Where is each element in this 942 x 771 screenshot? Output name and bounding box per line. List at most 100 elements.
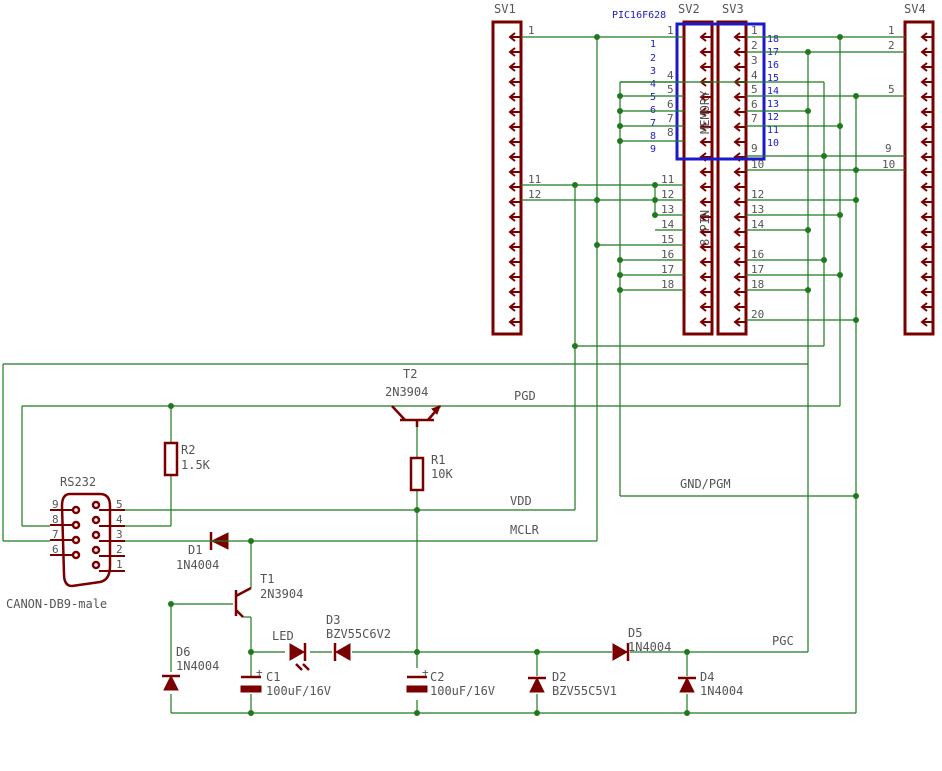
sv3-pin-label: 17 bbox=[751, 263, 764, 276]
connector-pin-mark bbox=[508, 32, 521, 42]
connector-pin-mark bbox=[733, 302, 746, 312]
sv1-pin-label: 11 bbox=[528, 173, 541, 186]
sv2-pic-pin-label: 7 bbox=[650, 118, 656, 129]
d4-name: D4 bbox=[700, 670, 714, 684]
sv2-connector-body bbox=[682, 20, 714, 336]
sv1-connector-body bbox=[491, 20, 523, 336]
sv3-pin-label: 4 bbox=[751, 69, 758, 82]
connector-pin-mark bbox=[508, 257, 521, 267]
db9-pin-label: 4 bbox=[116, 513, 123, 526]
sv3-connector-body bbox=[716, 20, 748, 336]
sv3-pin-label: 3 bbox=[751, 54, 758, 67]
connector-pin-mark bbox=[920, 62, 933, 72]
connector-pin-mark bbox=[920, 77, 933, 87]
sv3-pin-label: 20 bbox=[751, 308, 764, 321]
sv2-pin-label: 14 bbox=[661, 218, 675, 231]
connector-pin-mark bbox=[920, 287, 933, 297]
sv2-pic-pin-label: 3 bbox=[650, 66, 656, 77]
connector-pin-mark bbox=[699, 287, 712, 297]
sv2-pic-pin-label: 2 bbox=[650, 53, 656, 64]
connector-pin-mark bbox=[508, 62, 521, 72]
d2-zener-symbol bbox=[528, 676, 546, 693]
rs232-label: RS232 bbox=[60, 475, 96, 489]
sv3-pic-pin-label: 13 bbox=[767, 99, 779, 110]
sv3-pin-label: 18 bbox=[751, 278, 764, 291]
connector-pin-mark bbox=[733, 287, 746, 297]
connector-pin-mark bbox=[699, 272, 712, 282]
sv3-pic-pin-label: 10 bbox=[767, 138, 779, 149]
sv2-pic-pin-label: 8 bbox=[650, 131, 656, 142]
r1-name: R1 bbox=[431, 453, 445, 467]
connector-pin-mark bbox=[699, 302, 712, 312]
sv3-pin-label: 5 bbox=[751, 83, 758, 96]
connector-pin-mark bbox=[733, 32, 746, 42]
d5-value: 1N4004 bbox=[628, 640, 671, 654]
connector-pin-mark bbox=[508, 47, 521, 57]
sv3-pin-label: 7 bbox=[751, 112, 758, 125]
c2-capacitor-symbol: + bbox=[406, 666, 429, 693]
connector-pin-mark bbox=[508, 152, 521, 162]
connector-pin-mark bbox=[733, 137, 746, 147]
db9-pin-label: 3 bbox=[116, 528, 123, 541]
sv3-pic-pin-label: 12 bbox=[767, 112, 779, 123]
connector-pin-mark bbox=[733, 167, 746, 177]
connector-pin-mark bbox=[699, 107, 712, 117]
connector-pin-mark bbox=[733, 272, 746, 282]
connector-pin-mark bbox=[508, 92, 521, 102]
connector-pin-mark bbox=[733, 182, 746, 192]
sv4-label: SV4 bbox=[904, 2, 926, 16]
sv2-pin-label: 8 bbox=[667, 126, 674, 139]
sv4-pin-label: 2 bbox=[888, 39, 895, 52]
connector-pin-mark bbox=[920, 47, 933, 57]
r1-resistor-symbol bbox=[409, 456, 425, 492]
connector-pin-mark bbox=[699, 137, 712, 147]
connector-pin-marks bbox=[508, 32, 933, 327]
connector-pin-mark bbox=[508, 137, 521, 147]
connector-pin-mark bbox=[920, 317, 933, 327]
db9-pin-label: 1 bbox=[116, 558, 123, 571]
connector-pin-mark bbox=[699, 212, 712, 222]
c1-capacitor-symbol: + bbox=[240, 666, 263, 693]
d3-zener-symbol bbox=[333, 643, 351, 661]
connector-pin-mark bbox=[920, 302, 933, 312]
t1-transistor-symbol bbox=[234, 586, 252, 618]
sv2-pic-pin-label: 4 bbox=[650, 79, 656, 90]
connector-pin-mark bbox=[920, 257, 933, 267]
d1-value: 1N4004 bbox=[176, 558, 219, 572]
sv2-pin-label: 11 bbox=[661, 173, 674, 186]
t1-value: 2N3904 bbox=[260, 587, 303, 601]
d2-name: D2 bbox=[552, 670, 566, 684]
connector-pin-mark bbox=[699, 257, 712, 267]
sv4-pin-label: 10 bbox=[882, 158, 895, 171]
sv1-label: SV1 bbox=[494, 2, 516, 16]
sv3-pin-label: 16 bbox=[751, 248, 764, 261]
connector-pin-mark bbox=[508, 167, 521, 177]
connector-pin-mark bbox=[699, 92, 712, 102]
r2-value: 1.5K bbox=[181, 458, 211, 472]
gnd-pgm-label: GND/PGM bbox=[680, 477, 731, 491]
connector-pin-mark bbox=[733, 317, 746, 327]
connector-pin-mark bbox=[699, 62, 712, 72]
connector-pin-mark bbox=[920, 242, 933, 252]
r1-value: 10K bbox=[431, 467, 453, 481]
connector-pin-mark bbox=[508, 182, 521, 192]
d3-value: BZV55C6V2 bbox=[326, 627, 391, 641]
connector-pin-mark bbox=[508, 317, 521, 327]
sv3-pic-pin-label: 16 bbox=[767, 60, 779, 71]
db9-pin-label: 2 bbox=[116, 543, 123, 556]
db9-pin-label: 5 bbox=[116, 498, 123, 511]
connector-pin-mark bbox=[508, 227, 521, 237]
connector-pin-mark bbox=[508, 197, 521, 207]
sv2-pic-pin-label: 9 bbox=[650, 144, 656, 155]
d4-diode-symbol bbox=[678, 676, 696, 693]
d6-diode-symbol bbox=[162, 674, 180, 691]
connector-pin-mark bbox=[699, 227, 712, 237]
db9-pin-label: 6 bbox=[52, 543, 59, 556]
connector-pin-mark bbox=[733, 227, 746, 237]
connector-pin-mark bbox=[699, 197, 712, 207]
connector-pin-mark bbox=[733, 92, 746, 102]
r2-name: R2 bbox=[181, 443, 195, 457]
top-wiring bbox=[521, 36, 905, 713]
pin8-label: 8 PIN bbox=[698, 210, 712, 246]
svg-text:+: + bbox=[422, 666, 429, 679]
